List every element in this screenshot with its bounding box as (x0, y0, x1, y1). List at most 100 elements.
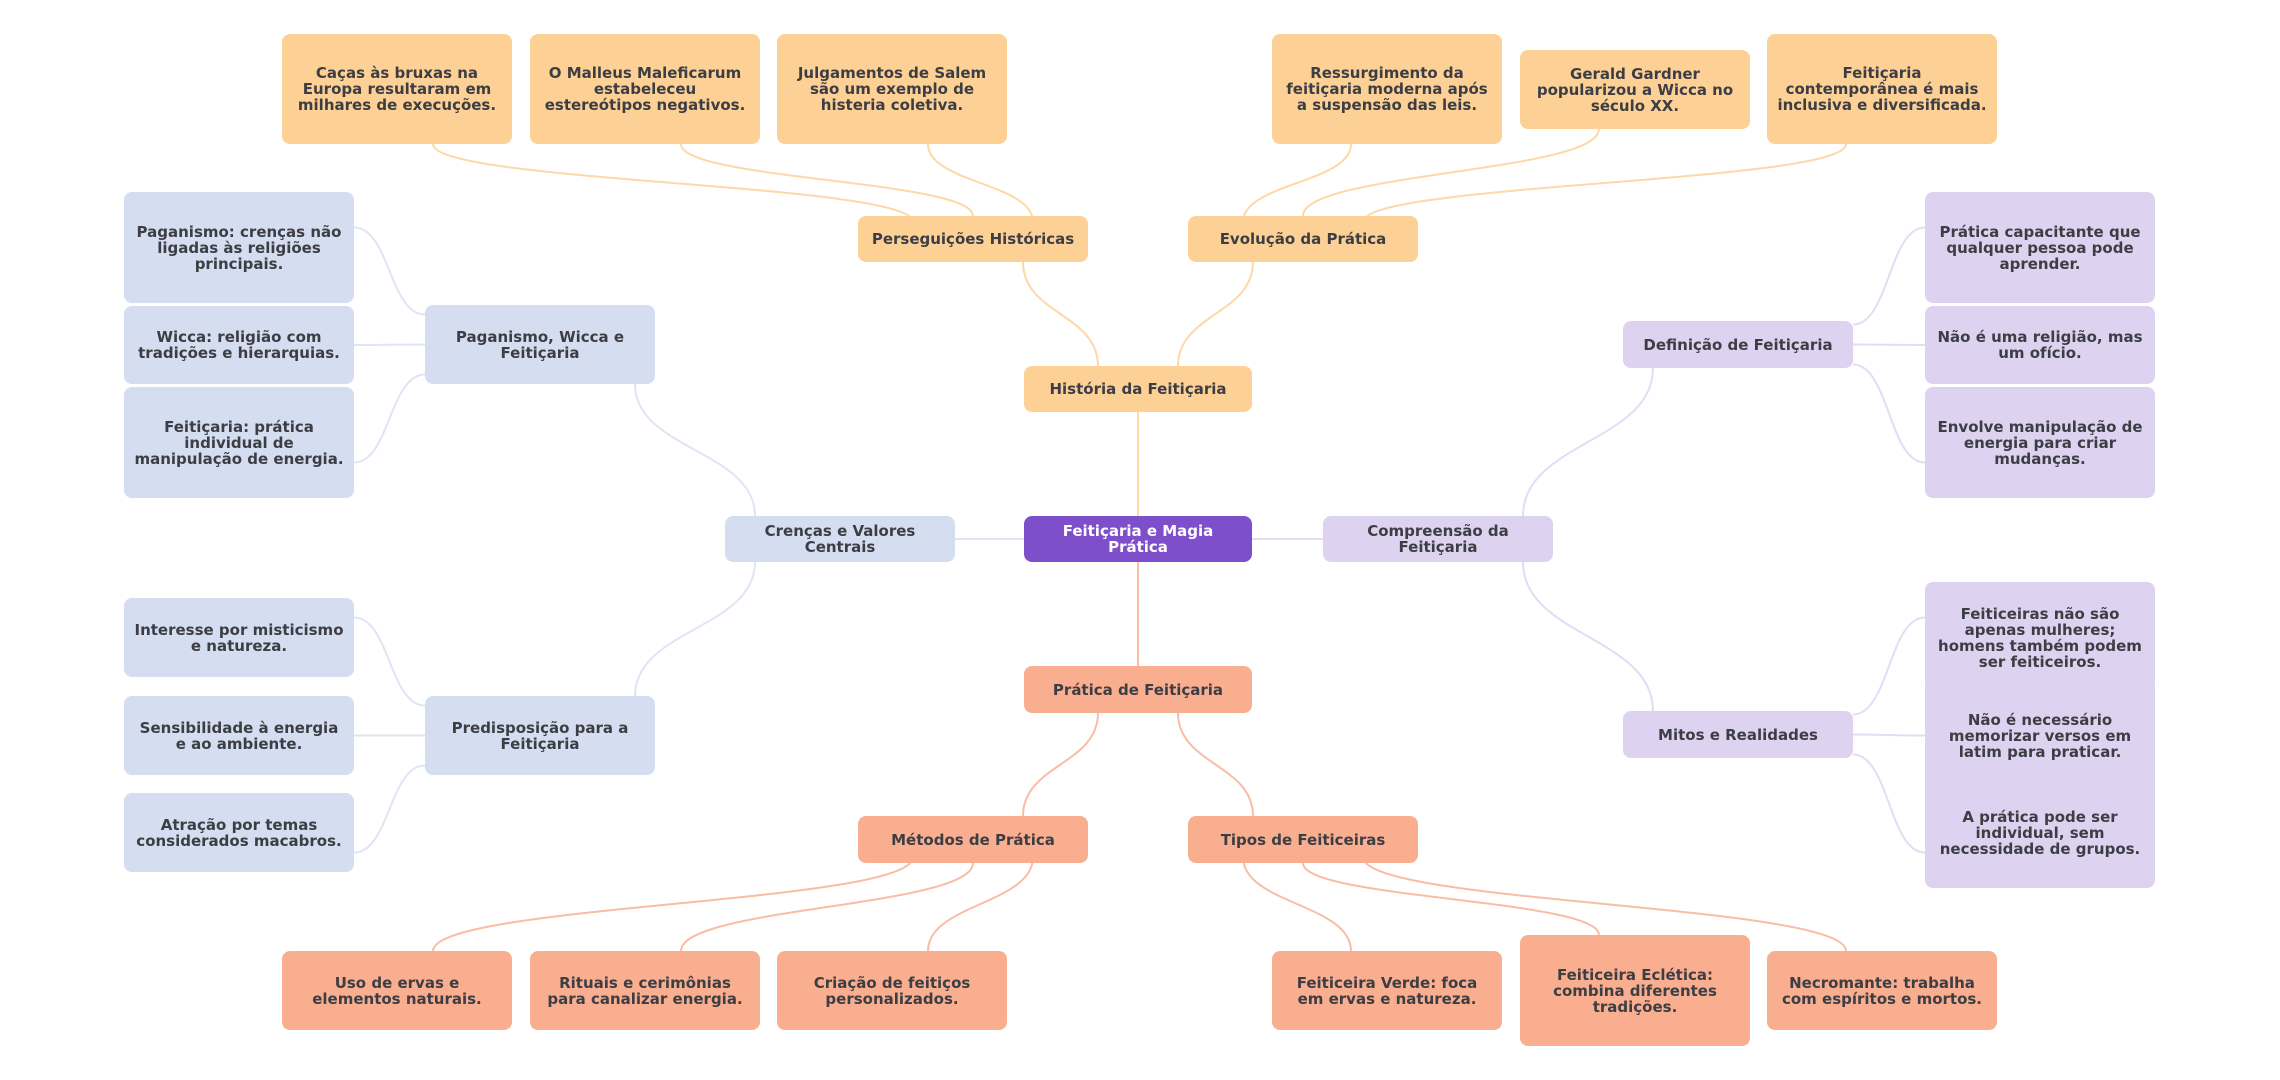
connector-line (1177, 261, 1254, 367)
connector-line (1852, 343, 1926, 346)
leaf-node[interactable]: Paganismo: crenças não ligadas às religi… (124, 192, 354, 303)
leaf-label: Feitiçaria: prática individual de manipu… (134, 417, 344, 468)
connector-line (1022, 261, 1099, 367)
leaf-node[interactable]: Feiticeiras não são apenas mulheres; hom… (1925, 582, 2155, 693)
leaf-node[interactable]: Atração por temas considerados macabros. (124, 793, 354, 872)
leaf-label: Criação de feitiços personalizados. (813, 973, 971, 1008)
connector-line (927, 856, 1034, 952)
leaf-label: O Malleus Maleficarum estabeleceu estere… (544, 64, 746, 114)
sub-evolucao[interactable]: Evolução da Prática (1188, 216, 1418, 262)
sub-label: Tipos de Feiticeiras (1220, 830, 1386, 849)
leaf-node[interactable]: Interesse por misticismo e natureza. (124, 598, 354, 677)
connector-line (353, 616, 426, 707)
connector-line (1302, 862, 1600, 936)
leaf-node[interactable]: Não é necessário memorizar versos em lat… (1925, 680, 2155, 791)
leaf-node[interactable]: O Malleus Maleficarum estabeleceu estere… (530, 34, 760, 144)
sub-paganismo[interactable]: Paganismo, Wicca e Feitiçaria (425, 305, 655, 384)
connector-line (634, 383, 756, 517)
connector-line (432, 856, 914, 952)
connector-line (1852, 363, 1926, 464)
sub-definicao[interactable]: Definição de Feitiçaria (1623, 321, 1853, 368)
leaf-label: Caças às bruxas na Europa resultaram em … (297, 64, 497, 114)
leaf-label: Feitiçaria contemporânea é mais inclusiv… (1777, 64, 1987, 114)
leaf-label: Uso de ervas e elementos naturais. (312, 973, 482, 1008)
leaf-label: Feiticeira Verde: foca em ervas e nature… (1296, 973, 1478, 1008)
branch-label: Crenças e Valores Centrais (764, 522, 916, 556)
branch-compreensao[interactable]: Compreensão da Feitiçaria (1323, 516, 1553, 562)
leaf-node[interactable]: Feiticeira Eclética: combina diferentes … (1520, 935, 1750, 1046)
leaf-label: Julgamentos de Salem são um exemplo de h… (797, 64, 987, 114)
leaf-label: Rituais e cerimônias para canalizar ener… (547, 973, 743, 1008)
connector-line (1362, 143, 1847, 223)
leaf-node[interactable]: Rituais e cerimônias para canalizar ener… (530, 951, 760, 1030)
root-label: Feitiçaria e Magia Prática (1062, 522, 1214, 556)
connector-line (1522, 367, 1654, 517)
sub-tipos[interactable]: Tipos de Feiticeiras (1188, 816, 1418, 863)
root-node[interactable]: Feitiçaria e Magia Prática (1024, 516, 1252, 562)
leaf-node[interactable]: Sensibilidade à energia e ao ambiente. (124, 696, 354, 775)
leaf-label: Feiticeira Eclética: combina diferentes … (1553, 965, 1717, 1016)
connector-line (432, 143, 914, 223)
connector-line (680, 143, 974, 217)
leaf-node[interactable]: Ressurgimento da feitiçaria moderna após… (1272, 34, 1502, 144)
connector-line (1022, 712, 1099, 817)
leaf-node[interactable]: Gerald Gardner popularizou a Wicca no sé… (1520, 50, 1750, 129)
leaf-node[interactable]: Necromante: trabalha com espíritos e mor… (1767, 951, 1997, 1030)
leaf-node[interactable]: Uso de ervas e elementos naturais. (282, 951, 512, 1030)
leaf-label: Envolve manipulação de energia para cria… (1937, 417, 2143, 468)
sub-perseguicoes[interactable]: Perseguições Históricas (858, 216, 1088, 262)
leaf-node[interactable]: Julgamentos de Salem são um exemplo de h… (777, 34, 1007, 144)
sub-label: Definição de Feitiçaria (1643, 335, 1833, 354)
leaf-node[interactable]: Envolve manipulação de energia para cria… (1925, 387, 2155, 498)
connector-line (353, 373, 426, 464)
leaf-node[interactable]: Wicca: religião com tradições e hierarqu… (124, 306, 354, 384)
leaf-node[interactable]: Caças às bruxas na Europa resultaram em … (282, 34, 512, 144)
sub-label: Predisposição para a Feitiçaria (451, 718, 629, 753)
leaf-node[interactable]: Prática capacitante que qualquer pessoa … (1925, 192, 2155, 303)
connector-line (1177, 712, 1254, 817)
leaf-node[interactable]: Feitiçaria contemporânea é mais inclusiv… (1767, 34, 1997, 144)
connector-line (1852, 733, 1926, 737)
connector-line (1242, 856, 1352, 952)
branch-historia[interactable]: História da Feitiçaria (1024, 366, 1252, 412)
sub-label: Mitos e Realidades (1658, 725, 1818, 744)
leaf-label: Ressurgimento da feitiçaria moderna após… (1286, 64, 1488, 114)
sub-label: Evolução da Prática (1219, 230, 1387, 248)
connector-line (1522, 561, 1654, 712)
sub-metodos[interactable]: Métodos de Prática (858, 816, 1088, 863)
connector-line (1362, 856, 1847, 952)
branch-label: Prática de Feitiçaria (1052, 680, 1224, 699)
branch-label: Compreensão da Feitiçaria (1367, 522, 1509, 556)
leaf-node[interactable]: Feiticeira Verde: foca em ervas e nature… (1272, 951, 1502, 1030)
leaf-label: A prática pode ser individual, sem neces… (1939, 807, 2141, 858)
connector-line (353, 343, 426, 346)
leaf-label: Sensibilidade à energia e ao ambiente. (139, 718, 339, 753)
leaf-label: Não é necessário memorizar versos em lat… (1948, 710, 2132, 761)
sub-label: Perseguições Históricas (871, 230, 1075, 248)
connector-line (353, 226, 426, 316)
branch-crencas[interactable]: Crenças e Valores Centrais (725, 516, 955, 562)
leaf-label: Paganismo: crenças não ligadas às religi… (136, 222, 342, 273)
sub-label: Paganismo, Wicca e Feitiçaria (455, 327, 625, 362)
leaf-node[interactable]: Feitiçaria: prática individual de manipu… (124, 387, 354, 498)
connector-line (927, 143, 1034, 223)
leaf-label: Prática capacitante que qualquer pessoa … (1939, 222, 2141, 273)
leaf-label: Interesse por misticismo e natureza. (134, 620, 344, 655)
connector-line (1852, 226, 1926, 326)
connector-line (680, 862, 974, 952)
leaf-node[interactable]: Não é uma religião, mas um ofício. (1925, 306, 2155, 384)
leaf-node[interactable]: A prática pode ser individual, sem neces… (1925, 777, 2155, 888)
sub-predisposicao[interactable]: Predisposição para a Feitiçaria (425, 696, 655, 775)
connector-line (1302, 128, 1600, 217)
sub-mitos[interactable]: Mitos e Realidades (1623, 711, 1853, 758)
sub-label: Métodos de Prática (891, 830, 1055, 849)
branch-pratica[interactable]: Prática de Feitiçaria (1024, 666, 1252, 713)
leaf-label: Necromante: trabalha com espíritos e mor… (1781, 973, 1983, 1008)
leaf-node[interactable]: Criação de feitiços personalizados. (777, 951, 1007, 1030)
leaf-label: Feiticeiras não são apenas mulheres; hom… (1938, 604, 2142, 671)
connector-line (1852, 616, 1926, 716)
connector-line (634, 561, 756, 697)
leaf-label: Wicca: religião com tradições e hierarqu… (138, 328, 340, 362)
connector-line (1242, 143, 1352, 223)
